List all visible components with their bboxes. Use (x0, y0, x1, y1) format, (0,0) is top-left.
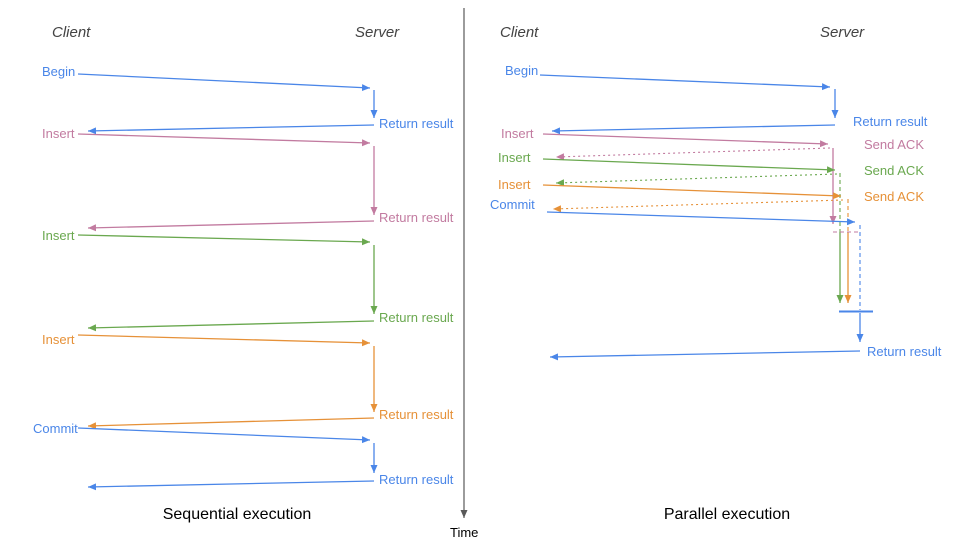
op-label-begin: Begin (505, 63, 538, 78)
op-label-insert2: Insert (498, 150, 531, 165)
op-label-insert2: Insert (42, 228, 75, 243)
ack-arrow-insert1 (555, 147, 831, 161)
client-header: Client (52, 24, 91, 41)
time-axis: Time (450, 8, 478, 540)
sequential-panel: Client Server Begin Return result Insert… (33, 24, 454, 523)
parallel-panel: Client Server Begin Return result Insert… (490, 24, 942, 523)
request-arrow-insert3 (542, 184, 842, 200)
return-result-label: Return result (379, 472, 454, 487)
return-result-label: Return result (853, 114, 928, 129)
send-ack-label: Send ACK (864, 163, 924, 178)
client-header: Client (500, 24, 539, 41)
return-result-label: Return result (379, 210, 454, 225)
request-arrow-begin (539, 74, 831, 91)
op-label-insert1: Insert (42, 126, 75, 141)
response-arrow-commit (549, 350, 861, 361)
request-arrow-insert3 (77, 334, 371, 347)
time-axis-label: Time (450, 525, 478, 540)
response-arrow-begin (87, 124, 375, 135)
send-ack-label: Send ACK (864, 189, 924, 204)
response-arrow-insert1 (87, 220, 375, 232)
op-label-insert3: Insert (42, 332, 75, 347)
request-arrow-insert2 (542, 158, 836, 174)
ack-arrow-insert2 (555, 173, 838, 187)
return-result-label: Return result (379, 116, 454, 131)
request-arrow-begin (77, 73, 371, 92)
request-arrow-insert2 (77, 234, 371, 246)
op-label-commit: Commit (33, 421, 78, 436)
response-arrow-begin (551, 124, 836, 135)
server-header: Server (355, 24, 400, 41)
request-arrow-commit (546, 211, 856, 226)
send-ack-label: Send ACK (864, 137, 924, 152)
response-arrow-insert3 (87, 417, 375, 430)
request-arrow-insert1 (542, 133, 829, 148)
response-arrow-insert2 (87, 320, 375, 332)
panel-caption-parallel: Parallel execution (664, 506, 790, 523)
op-label-commit: Commit (490, 197, 535, 212)
op-label-insert1: Insert (501, 126, 534, 141)
return-result-label: Return result (379, 310, 454, 325)
return-result-label: Return result (867, 344, 942, 359)
return-result-label: Return result (379, 407, 454, 422)
ack-arrow-insert3 (552, 199, 844, 213)
request-arrow-commit (77, 427, 371, 444)
request-arrow-insert1 (77, 133, 371, 147)
op-label-begin: Begin (42, 64, 75, 79)
server-header: Server (820, 24, 865, 41)
op-label-insert3: Insert (498, 177, 531, 192)
response-arrow-commit (87, 480, 375, 491)
panel-caption-sequential: Sequential execution (163, 506, 312, 523)
